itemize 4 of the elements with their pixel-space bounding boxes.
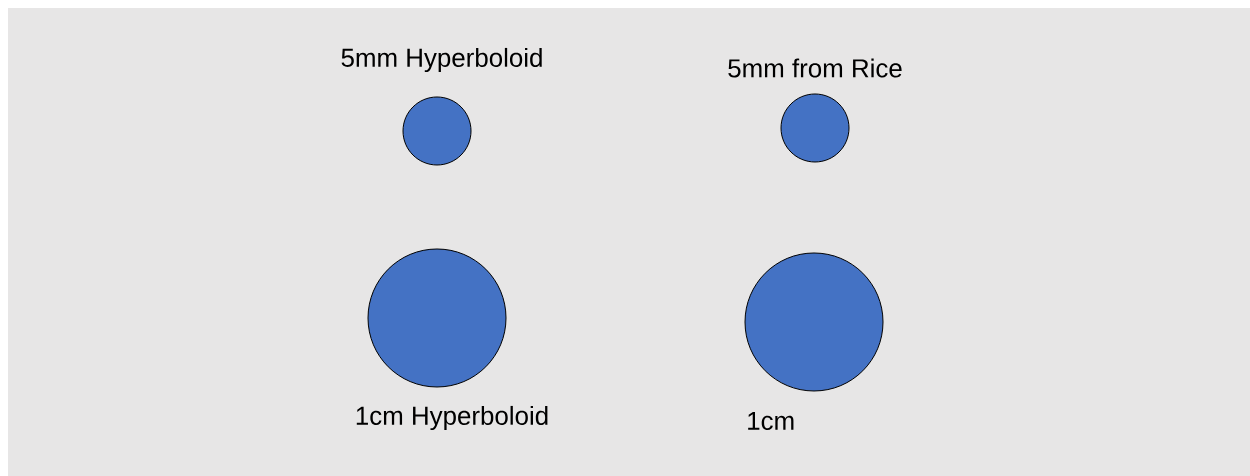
circle-label: 1cm [748, 411, 794, 430]
circle-label: 5mm from Rice [728, 58, 902, 78]
circle-label: 5mm Hyperboloid [341, 47, 542, 73]
circle-label: 1cm Hyperboloid [356, 405, 548, 431]
